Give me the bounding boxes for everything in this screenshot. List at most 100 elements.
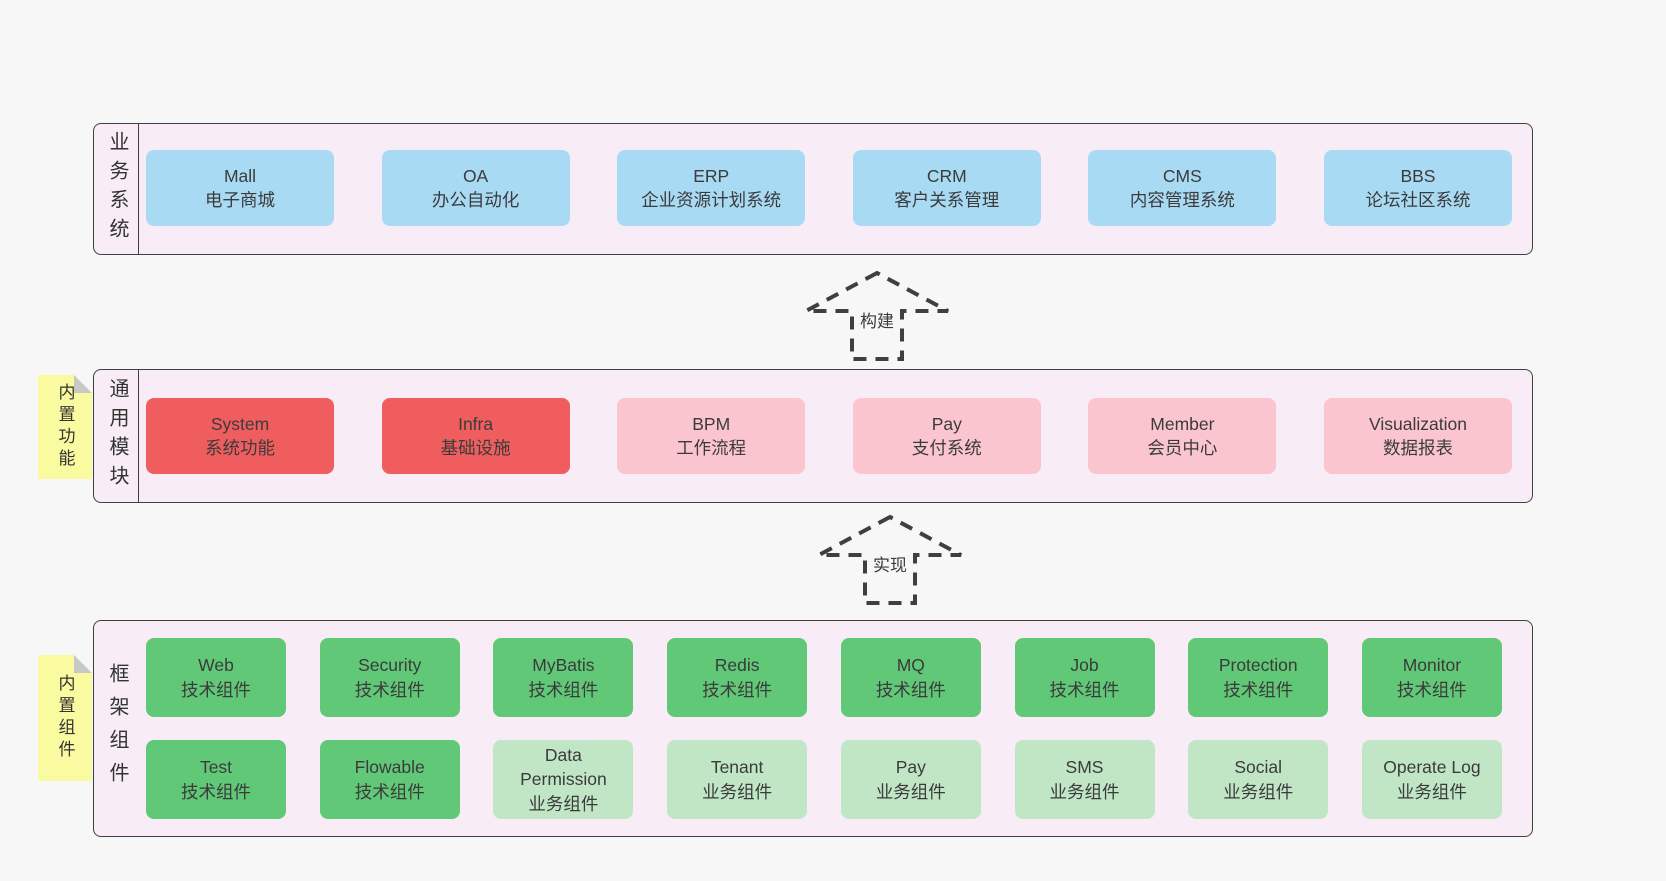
band-label-business: 业务系统	[106, 131, 128, 247]
box-title: Web	[198, 655, 234, 675]
box-crm: CRM 客户关系管理	[852, 150, 1041, 226]
box-subtitle: 基础设施	[440, 438, 511, 458]
box-title: CRM	[926, 165, 967, 186]
build-arrow-label: 构建	[857, 306, 897, 333]
box-title: Security	[358, 655, 422, 675]
band-divider	[138, 124, 139, 254]
box-monitor: Monitor 技术组件	[1361, 638, 1502, 717]
box-subtitle: 办公自动化	[431, 190, 520, 210]
box-infra: Infra 基础设施	[381, 398, 570, 474]
framework-box-row-2: Test 技术组件 Flowable 技术组件 Data Permission …	[146, 740, 1502, 819]
box-title: ERP	[693, 165, 730, 186]
box-subtitle: 技术组件	[702, 679, 773, 700]
business-box-row: Mall 电子商城 OA 办公自动化 ERP 企业资源计划系统 CRM 客户关系…	[146, 150, 1512, 226]
sticky-text: 内置组件	[55, 674, 75, 762]
box-title: BPM	[692, 413, 731, 434]
box-data-permission: Data Permission 业务组件	[493, 740, 634, 819]
box-job: Job 技术组件	[1014, 638, 1155, 717]
box-mall: Mall 电子商城	[146, 150, 334, 226]
box-subtitle: 技术组件	[354, 781, 425, 802]
box-bpm: BPM 工作流程	[617, 398, 806, 474]
box-title: MyBatis	[532, 655, 595, 675]
box-title: Operate Log	[1383, 757, 1481, 777]
box-subtitle: 技术组件	[181, 679, 251, 700]
build-arrow: 构建	[802, 270, 952, 362]
box-sms: SMS 业务组件	[1014, 740, 1155, 819]
box-protection: Protection 技术组件	[1188, 638, 1329, 717]
framework-box-row-1: Web 技术组件 Security 技术组件 MyBatis 技术组件 Redi…	[146, 638, 1502, 717]
box-title: MQ	[896, 655, 925, 675]
box-title: Social	[1234, 757, 1283, 777]
box-title: Pay	[931, 413, 962, 434]
box-title: BBS	[1400, 165, 1436, 186]
box-subtitle: 工作流程	[676, 438, 747, 458]
sticky-note-builtin-features: 内置功能	[38, 375, 92, 479]
folded-corner-icon	[74, 655, 92, 673]
box-visualization: Visualization 数据报表	[1323, 398, 1512, 474]
box-subtitle: 客户关系管理	[894, 190, 1000, 210]
box-oa: OA 办公自动化	[381, 150, 570, 226]
box-social: Social 业务组件	[1188, 740, 1329, 819]
band-label-framework: 框架组件	[106, 662, 128, 795]
box-tenant: Tenant 业务组件	[667, 740, 808, 819]
common-box-row: System 系统功能 Infra 基础设施 BPM 工作流程 Pay 支付系统…	[146, 398, 1512, 474]
box-subtitle: 业务组件	[702, 781, 773, 802]
box-title: Member	[1150, 413, 1215, 434]
box-subtitle: 技术组件	[1396, 679, 1467, 700]
box-operate-log: Operate Log 业务组件	[1361, 740, 1502, 819]
box-system: System 系统功能	[146, 398, 334, 474]
box-title: Monitor	[1402, 655, 1462, 675]
implement-arrow-label: 实现	[870, 550, 910, 577]
box-mq: MQ 技术组件	[840, 638, 981, 717]
box-subtitle: 系统功能	[205, 438, 275, 458]
box-subtitle: 内容管理系统	[1129, 190, 1235, 210]
box-title: Protection	[1218, 655, 1298, 675]
box-title: Redis	[714, 655, 760, 675]
box-subtitle: 业务组件	[528, 793, 599, 814]
box-subtitle: 数据报表	[1382, 438, 1453, 458]
box-subtitle: 业务组件	[1396, 781, 1467, 802]
box-title: Tenant	[710, 757, 764, 777]
band-business-systems: 业务系统 Mall 电子商城 OA 办公自动化 ERP 企业资源计划系统 CRM…	[93, 123, 1533, 255]
dashed-up-arrow-icon	[818, 514, 962, 605]
box-subtitle: 支付系统	[911, 438, 982, 458]
band-label-common: 通用模块	[106, 378, 128, 494]
box-test: Test 技术组件	[146, 740, 286, 819]
box-subtitle: 技术组件	[528, 679, 599, 700]
box-subtitle: 技术组件	[1223, 679, 1294, 700]
box-subtitle: 业务组件	[1223, 781, 1294, 802]
band-divider	[138, 370, 139, 502]
box-cms: CMS 内容管理系统	[1088, 150, 1277, 226]
box-title: CMS	[1162, 165, 1202, 186]
box-title: OA	[462, 165, 489, 186]
box-pay-business: Pay 业务组件	[840, 740, 981, 819]
box-web: Web 技术组件	[146, 638, 286, 717]
box-title: Data Permission	[520, 744, 607, 790]
box-subtitle: 技术组件	[181, 781, 251, 802]
box-redis: Redis 技术组件	[667, 638, 808, 717]
box-subtitle: 电子商城	[205, 190, 275, 210]
box-bbs: BBS 论坛社区系统	[1323, 150, 1512, 226]
box-title: SMS	[1065, 757, 1104, 777]
box-subtitle: 会员中心	[1147, 438, 1218, 458]
box-title: Infra	[458, 413, 494, 434]
box-member: Member 会员中心	[1088, 398, 1277, 474]
box-subtitle: 业务组件	[1049, 781, 1120, 802]
box-title: Mall	[223, 165, 257, 186]
box-subtitle: 技术组件	[354, 679, 425, 700]
dashed-up-arrow-icon	[805, 270, 949, 361]
sticky-text: 内置功能	[55, 383, 75, 471]
folded-corner-icon	[74, 375, 92, 393]
box-security: Security 技术组件	[319, 638, 460, 717]
box-subtitle: 技术组件	[1049, 679, 1120, 700]
box-subtitle: 业务组件	[875, 781, 946, 802]
box-title: Test	[199, 757, 233, 777]
implement-arrow: 实现	[815, 514, 965, 606]
box-title: Visualization	[1369, 413, 1467, 434]
sticky-note-builtin-components: 内置组件	[38, 655, 92, 781]
box-title: System	[210, 413, 270, 434]
box-pay: Pay 支付系统	[852, 398, 1041, 474]
band-common-modules: 通用模块 System 系统功能 Infra 基础设施 BPM 工作流程 Pay…	[93, 369, 1533, 503]
box-subtitle: 企业资源计划系统	[641, 190, 782, 210]
